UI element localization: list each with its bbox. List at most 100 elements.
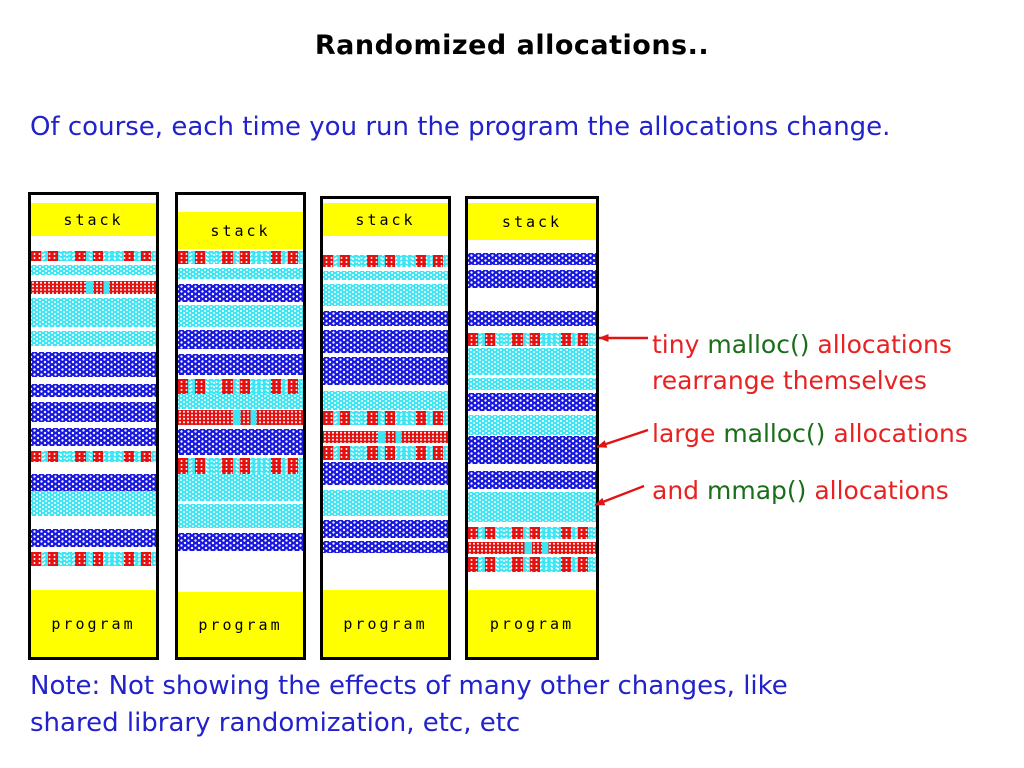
- cyan-band: [178, 394, 303, 409]
- blue-band: [31, 352, 156, 377]
- white-band: [323, 353, 448, 357]
- white-band: [31, 327, 156, 331]
- annotation-tiny-malloc: tiny malloc() allocations rearrange them…: [652, 327, 952, 399]
- white-band: [178, 327, 303, 330]
- blue-band: [468, 270, 596, 288]
- blue-band: [323, 462, 448, 485]
- white-band: [178, 501, 303, 504]
- redpat-band: [31, 281, 156, 294]
- white-band: [323, 236, 448, 255]
- cyan-band: [178, 268, 303, 279]
- annotation-func: malloc(): [723, 419, 826, 448]
- blue-band: [178, 429, 303, 455]
- white-band: [178, 375, 303, 379]
- cyan-band: [468, 415, 596, 435]
- blue-band: [31, 529, 156, 547]
- annotation-line: and mmap() allocations: [652, 473, 949, 509]
- annotation-word: large: [652, 419, 724, 448]
- blue-band: [178, 284, 303, 302]
- blue-band: [31, 384, 156, 397]
- blue-band: [468, 436, 596, 464]
- annotation-func: malloc(): [707, 330, 810, 359]
- white-band: [178, 425, 303, 429]
- white-band: [323, 443, 448, 446]
- intro-text: Of course, each time you run the program…: [30, 112, 891, 142]
- white-band: [31, 236, 156, 251]
- white-band: [323, 199, 448, 203]
- stack-band: stack: [468, 203, 596, 240]
- white-band: [323, 460, 448, 462]
- white-band: [468, 522, 596, 527]
- annotation-word: allocations: [825, 419, 968, 448]
- tiny-band: [468, 557, 596, 572]
- white-band: [178, 455, 303, 458]
- white-band: [323, 385, 448, 391]
- annotation-line: tiny malloc() allocations: [652, 327, 952, 363]
- white-band: [178, 264, 303, 268]
- tiny-band: [31, 552, 156, 566]
- cyan-band: [31, 331, 156, 346]
- white-band: [323, 516, 448, 520]
- arrow-mmap: [594, 484, 645, 507]
- blue-band: [31, 428, 156, 446]
- white-band: [178, 551, 303, 592]
- white-band: [31, 446, 156, 451]
- blue-band: [323, 330, 448, 353]
- white-band: [468, 539, 596, 542]
- annotation-word: allocations: [809, 330, 952, 359]
- cyan-band: [178, 474, 303, 501]
- memory-map-4: stack program: [465, 196, 599, 660]
- annotation-mmap: and mmap() allocations: [652, 473, 949, 509]
- white-band: [31, 195, 156, 203]
- white-band: [468, 199, 596, 203]
- white-band: [323, 485, 448, 490]
- annotation-func: mmap(): [706, 476, 807, 505]
- stack-band: stack: [178, 212, 303, 249]
- white-band: [468, 265, 596, 270]
- program-band: program: [323, 590, 448, 657]
- white-band: [468, 411, 596, 415]
- tiny-band: [468, 527, 596, 539]
- program-band: program: [468, 590, 596, 657]
- annotation-word: and: [652, 476, 707, 505]
- white-band: [468, 375, 596, 378]
- white-band: [323, 306, 448, 311]
- blue-band: [323, 541, 448, 553]
- white-band: [31, 377, 156, 384]
- white-band: [468, 288, 596, 311]
- white-band: [178, 409, 303, 410]
- memory-map-3: stack program: [320, 196, 451, 660]
- white-band: [323, 553, 448, 590]
- white-band: [31, 261, 156, 265]
- blue-band: [323, 520, 448, 538]
- annotation-word: tiny: [652, 330, 708, 359]
- white-band: [178, 349, 303, 354]
- white-band: [468, 464, 596, 471]
- cyan-band: [31, 298, 156, 327]
- white-band: [468, 326, 596, 333]
- cyan-band: [468, 492, 596, 522]
- blue-band: [468, 253, 596, 265]
- white-band: [31, 462, 156, 474]
- blue-band: [178, 330, 303, 349]
- cyan-band: [31, 491, 156, 516]
- white-band: [323, 425, 448, 431]
- footer-note-line2: shared library randomization, etc, etc: [30, 708, 521, 738]
- white-band: [178, 279, 303, 284]
- white-band: [31, 566, 156, 590]
- stack-band: stack: [323, 203, 448, 236]
- white-band: [31, 547, 156, 552]
- white-band: [468, 240, 596, 253]
- white-band: [468, 346, 596, 348]
- tiny-band: [31, 251, 156, 261]
- white-band: [178, 528, 303, 533]
- tiny-band: [178, 251, 303, 264]
- white-band: [31, 516, 156, 529]
- annotation-large-malloc: large malloc() allocations: [652, 416, 968, 452]
- white-band: [323, 280, 448, 284]
- footer-note: Note: Not showing the effects of many ot…: [30, 668, 788, 742]
- tiny-band: [468, 333, 596, 346]
